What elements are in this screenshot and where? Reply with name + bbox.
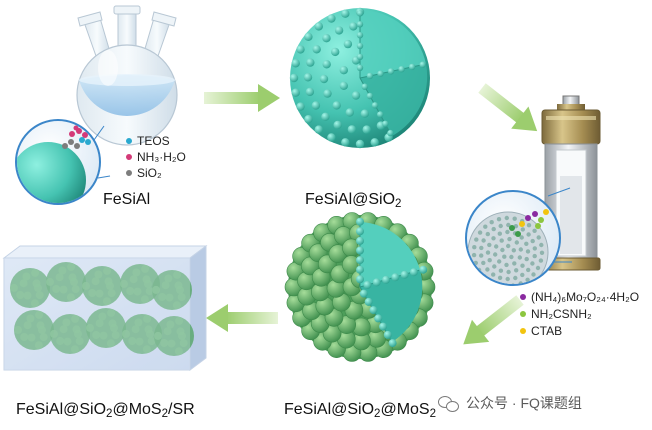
arrow-4 bbox=[206, 304, 278, 332]
molybdate-dot-icon bbox=[520, 294, 526, 300]
thiourea-dot-icon bbox=[520, 311, 526, 317]
sio2-dot-icon bbox=[126, 170, 132, 176]
legend-item-molybdate: (NH₄)₆Mo₇O₂₄·4H₂O bbox=[520, 290, 639, 304]
legend-text: TEOS bbox=[137, 134, 170, 148]
watermark-text: 公众号 · FQ课题组 bbox=[466, 395, 582, 411]
watermark: 公众号 · FQ课题组 bbox=[438, 393, 582, 413]
legend-text: SiO₂ bbox=[137, 166, 162, 180]
label-fesial-sio2-mos2-sr: FeSiAl@SiO2@MoS2/SR bbox=[16, 401, 195, 420]
legend-item-teos: TEOS bbox=[126, 134, 170, 148]
arrow-2 bbox=[478, 83, 538, 132]
legend-text: (NH₄)₆Mo₇O₂₄·4H₂O bbox=[531, 290, 640, 304]
label-fesial-sio2-mos2: FeSiAl@SiO2@MoS2 bbox=[284, 401, 436, 420]
legend-text: NH₃·H₂O bbox=[137, 150, 186, 164]
ctab-dot-icon bbox=[520, 328, 526, 334]
sio2-coated-sphere bbox=[289, 7, 430, 149]
legend-text: CTAB bbox=[531, 324, 563, 338]
sr-composite-block bbox=[2, 245, 208, 371]
wechat-icon bbox=[438, 394, 460, 412]
flask-zoom-bubble bbox=[15, 119, 111, 205]
teos-dot-icon bbox=[126, 138, 132, 144]
autoclave-zoom-bubble bbox=[465, 187, 572, 286]
label-fesial-sio2: FeSiAl@SiO2 bbox=[305, 191, 402, 210]
three-neck-flask bbox=[76, 5, 178, 146]
legend-item-ctab: CTAB bbox=[520, 324, 562, 338]
label-fesial: FeSiAl bbox=[103, 191, 151, 208]
legend-text: NH₂CSNH₂ bbox=[531, 307, 592, 321]
legend-item-ammonia: NH₃·H₂O bbox=[126, 150, 186, 164]
legend-item-thiourea: NH₂CSNH₂ bbox=[520, 307, 592, 321]
ammonia-dot-icon bbox=[126, 154, 132, 160]
arrow-3 bbox=[463, 295, 524, 345]
legend-item-sio2: SiO₂ bbox=[126, 166, 162, 180]
mos2-coated-sphere bbox=[284, 212, 436, 362]
arrow-1 bbox=[204, 84, 280, 112]
